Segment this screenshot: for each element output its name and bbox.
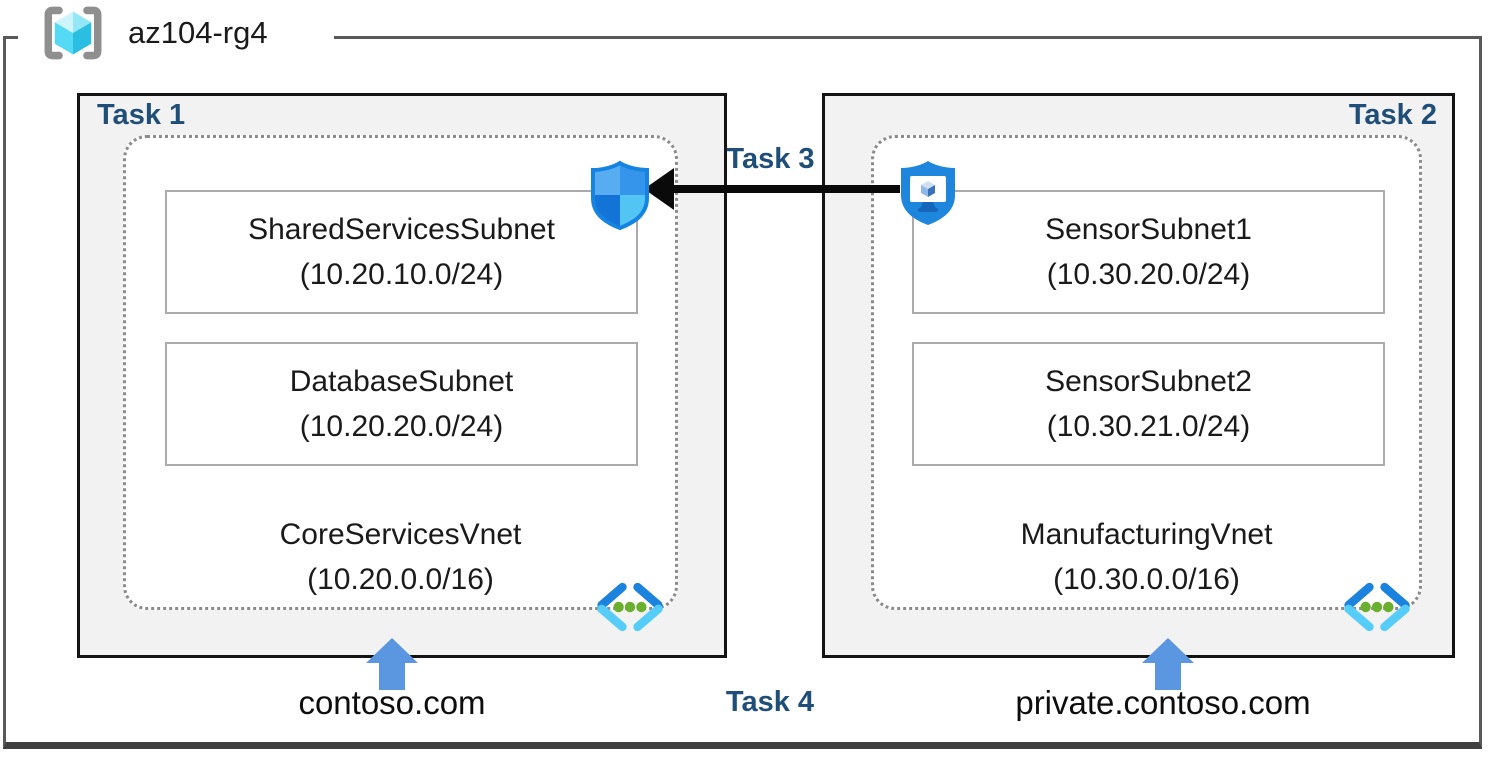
subnet-box-sensor2: SensorSubnet2 (10.30.21.0/24) [912,342,1385,466]
vnet-name: CoreServicesVnet [279,518,522,551]
vnet-cidr: (10.20.0.0/16) [307,563,494,596]
subnet-name: DatabaseSubnet [289,365,514,398]
dns-zone-label-contoso: contoso.com [298,684,486,721]
peering-arrow-line [668,185,900,193]
virtual-network-icon [597,582,663,632]
subnet-name: SharedServicesSubnet [248,213,555,246]
vnet-caption-manufacturing: ManufacturingVnet (10.30.0.0/16) [871,512,1422,602]
vnet-caption-coreservices: CoreServicesVnet (10.20.0.0/16) [123,512,678,602]
vnet-cidr: (10.30.0.0/16) [1053,563,1240,596]
subnet-name: SensorSubnet1 [1045,213,1252,246]
network-security-group-shield-icon [591,160,649,230]
task1-label: Task 1 [97,99,186,131]
resource-group-icon [44,6,102,60]
subnet-name: SensorSubnet2 [1045,365,1252,398]
vnet-name: ManufacturingVnet [1020,518,1273,551]
bastion-shield-icon [901,161,955,225]
virtual-network-icon [1344,582,1410,632]
up-arrow-icon [366,638,418,690]
subnet-cidr: (10.30.21.0/24) [1046,410,1251,443]
subnet-cidr: (10.20.20.0/24) [299,410,504,443]
task2-label: Task 2 [1348,99,1437,131]
resource-group-border [3,36,1482,749]
task4-label: Task 4 [725,686,815,718]
subnet-cidr: (10.30.20.0/24) [1046,258,1251,291]
resource-group-label: az104-rg4 [18,2,334,64]
resource-group-name: az104-rg4 [128,15,268,50]
subnet-box-sensor1: SensorSubnet1 (10.30.20.0/24) [912,190,1385,314]
dns-zone-label-private-contoso: private.contoso.com [1015,684,1311,721]
subnet-box-sharedservices: SharedServicesSubnet (10.20.10.0/24) [165,190,638,314]
task3-label: Task 3 [726,143,815,175]
subnet-cidr: (10.20.10.0/24) [299,258,504,291]
subnet-box-database: DatabaseSubnet (10.20.20.0/24) [165,342,638,466]
up-arrow-icon [1142,638,1194,690]
